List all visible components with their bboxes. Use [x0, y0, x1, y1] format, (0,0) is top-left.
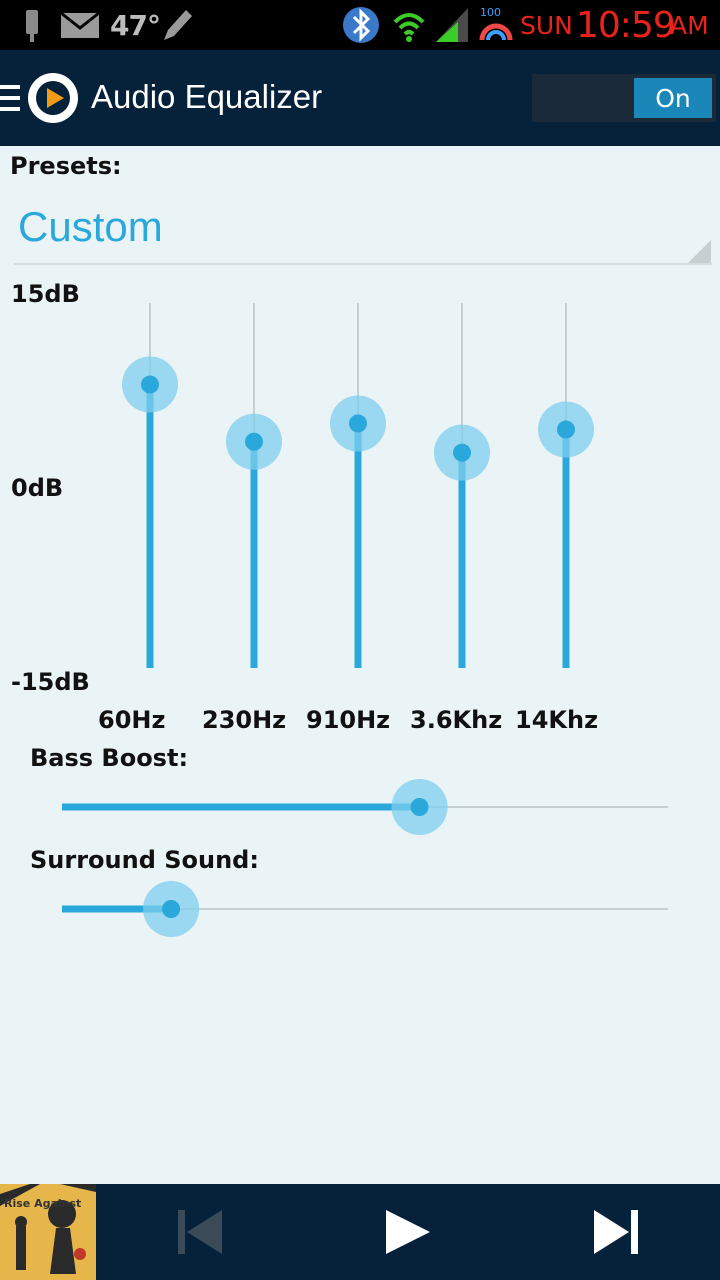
pencil-icon	[164, 10, 192, 40]
status-time: 10:59	[576, 4, 676, 46]
eq-thumb[interactable]	[141, 375, 159, 394]
frequency-label: 3.6Khz	[410, 706, 503, 734]
toggle-on-label: On	[634, 78, 712, 118]
frequency-label: 910Hz	[306, 706, 391, 734]
equalizer-sliders[interactable]	[0, 290, 720, 690]
surround-sound-label: Surround Sound:	[30, 846, 259, 874]
battery-icon: 100	[479, 6, 513, 41]
play-button[interactable]	[368, 1184, 448, 1280]
album-title: Rise Against	[4, 1197, 82, 1210]
status-day: SUN	[520, 10, 573, 40]
db-max-label: 15dB	[11, 280, 80, 308]
app-logo-icon	[28, 73, 78, 123]
album-art[interactable]: Rise Against	[0, 1184, 96, 1280]
eq-thumb[interactable]	[245, 432, 263, 451]
app-title: Audio Equalizer	[91, 78, 323, 115]
previous-button[interactable]	[160, 1184, 240, 1280]
eq-thumb[interactable]	[453, 443, 471, 462]
dropdown-arrow-icon	[688, 240, 711, 263]
battery-level: 100	[480, 6, 501, 19]
player-bar: Rise Against	[0, 1184, 720, 1280]
next-icon	[594, 1210, 638, 1254]
frequency-label: 14Khz	[515, 706, 599, 734]
eq-band-slider[interactable]	[538, 303, 594, 668]
bluetooth-icon	[343, 7, 379, 43]
slider-thumb[interactable]	[162, 900, 181, 918]
play-icon	[386, 1210, 430, 1254]
eq-band-slider[interactable]	[122, 303, 178, 668]
presets-label: Presets:	[10, 152, 122, 180]
db-min-label: -15dB	[11, 668, 90, 696]
email-icon	[60, 11, 100, 38]
action-bar: Audio Equalizer On	[0, 50, 720, 146]
eq-band-slider[interactable]	[434, 303, 490, 668]
frequency-label: 60Hz	[98, 706, 166, 734]
album-art-image	[0, 1184, 96, 1280]
eq-band-slider[interactable]	[330, 303, 386, 668]
next-button[interactable]	[576, 1184, 656, 1280]
wifi-icon	[393, 13, 425, 42]
status-ampm: AM	[670, 10, 709, 40]
signal-icon	[436, 8, 468, 42]
bass-boost-label: Bass Boost:	[30, 744, 189, 772]
previous-icon	[178, 1210, 222, 1254]
temperature-readout: 47°	[110, 8, 161, 42]
frequency-label: 230Hz	[202, 706, 287, 734]
preset-selected-value: Custom	[18, 203, 163, 250]
db-mid-label: 0dB	[11, 474, 64, 502]
preset-dropdown-underline	[14, 263, 712, 265]
eq-thumb[interactable]	[557, 420, 575, 439]
bass-boost-slider[interactable]	[0, 776, 720, 838]
eq-band-slider[interactable]	[226, 303, 282, 668]
status-bar: 47° 100 SUN 10:59 AM	[0, 0, 720, 50]
eq-thumb[interactable]	[349, 414, 367, 433]
usb-icon	[26, 10, 38, 42]
surround-sound-slider[interactable]	[0, 878, 720, 940]
menu-icon[interactable]	[0, 85, 20, 111]
slider-thumb[interactable]	[410, 798, 429, 816]
equalizer-toggle[interactable]: On	[532, 74, 716, 122]
